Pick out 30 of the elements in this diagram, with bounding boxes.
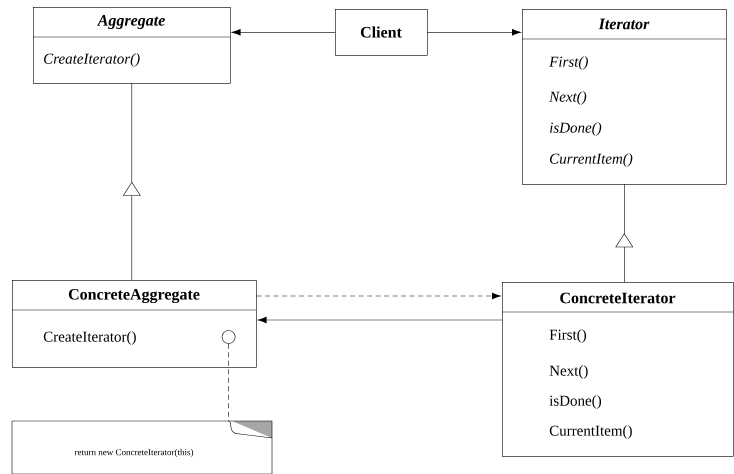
association-arrow bbox=[427, 29, 521, 36]
class-name: ConcreteIterator bbox=[560, 292, 676, 304]
generalization-arrow bbox=[122, 83, 141, 280]
class-name: Iterator bbox=[598, 18, 650, 30]
class-box bbox=[502, 282, 734, 457]
circle-marker bbox=[222, 330, 236, 344]
method-name: CurrentItem() bbox=[550, 153, 632, 167]
method-name: CreateIterator() bbox=[44, 331, 136, 345]
method-name: CreateIterator() bbox=[44, 53, 140, 67]
class-box bbox=[522, 9, 727, 185]
method-name: CurrentItem() bbox=[550, 425, 632, 439]
method-name: First() bbox=[549, 56, 588, 70]
class-name: Client bbox=[360, 26, 402, 38]
method-name: Next() bbox=[550, 365, 588, 379]
class-name: Aggregate bbox=[96, 15, 165, 29]
method-name: Next() bbox=[549, 91, 586, 105]
leader-line bbox=[228, 344, 229, 422]
association-arrow bbox=[258, 316, 502, 324]
association-arrow bbox=[232, 29, 336, 36]
method-name: First() bbox=[550, 329, 586, 343]
method-name: isDone() bbox=[550, 395, 602, 409]
class-box bbox=[32, 7, 231, 84]
dependency-arrow bbox=[256, 292, 501, 300]
generalization-arrow bbox=[615, 184, 634, 282]
class-box bbox=[335, 9, 428, 56]
class-box bbox=[12, 280, 257, 368]
class-name: ConcreteAggregate bbox=[68, 288, 200, 304]
note-text: return new ConcreteIterator(this) bbox=[74, 448, 194, 458]
method-name: isDone() bbox=[550, 122, 602, 136]
note-box bbox=[12, 420, 272, 474]
